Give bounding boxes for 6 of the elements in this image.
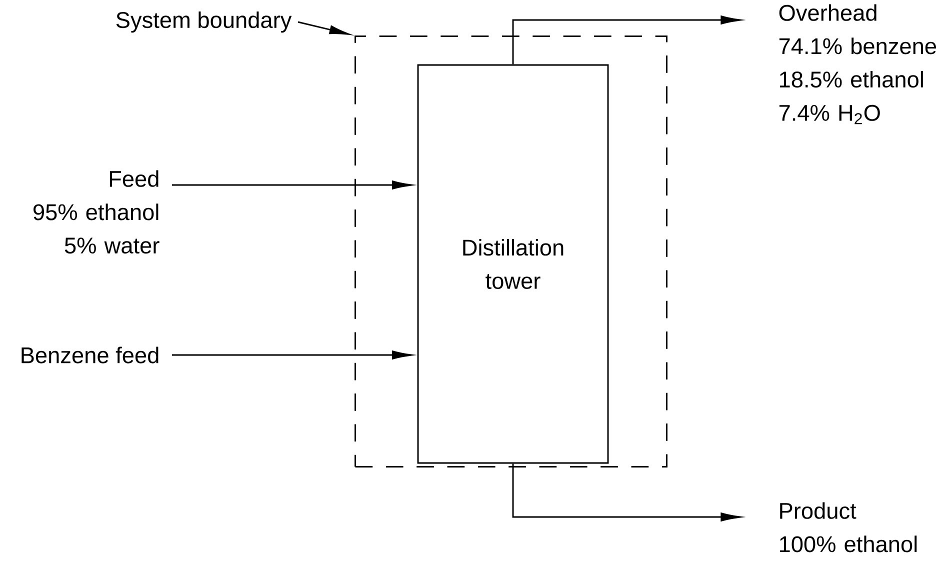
annotation-text: System boundary — [116, 11, 292, 33]
stream-label: Overhead 74.1% benzene 18.5% ethanol 7.4% H$_{2}$O — [779, 4, 936, 124]
stream-label: Benzene feed — [22, 346, 158, 364]
tower-box: Distillation tower — [417, 64, 609, 464]
stream-label: Feed 95% ethanol 5% water — [34, 170, 160, 254]
stream-label: Product 100% ethanol — [780, 502, 917, 552]
